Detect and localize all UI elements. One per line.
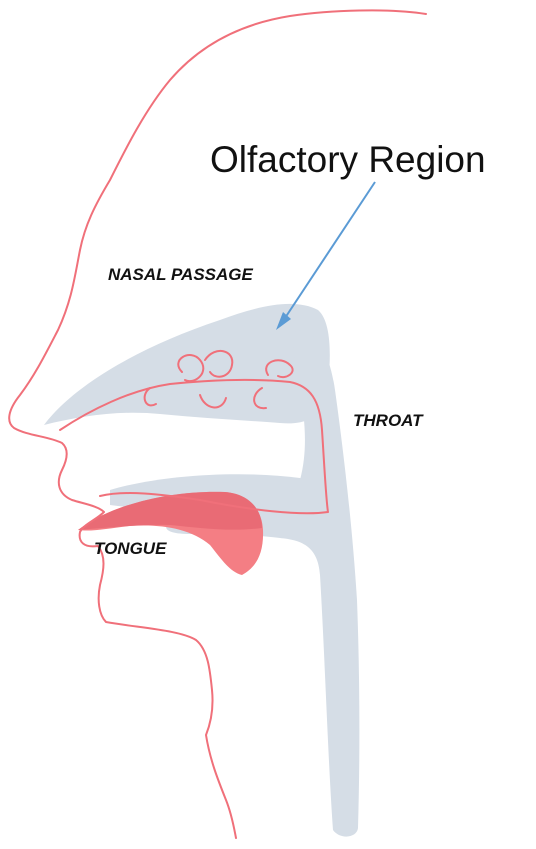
throat-label: THROAT <box>353 411 424 430</box>
olfactory-region-label: Olfactory Region <box>210 139 486 180</box>
tongue <box>78 492 263 575</box>
olfactory-arrow <box>276 182 375 330</box>
airway-cavity <box>44 304 359 837</box>
tongue-label: TONGUE <box>94 539 167 558</box>
tongue-dorsum <box>78 492 262 530</box>
arrow-shaft <box>285 182 375 318</box>
nasal-cavity <box>44 304 330 425</box>
nasal-passage-label: NASAL PASSAGE <box>108 265 254 284</box>
